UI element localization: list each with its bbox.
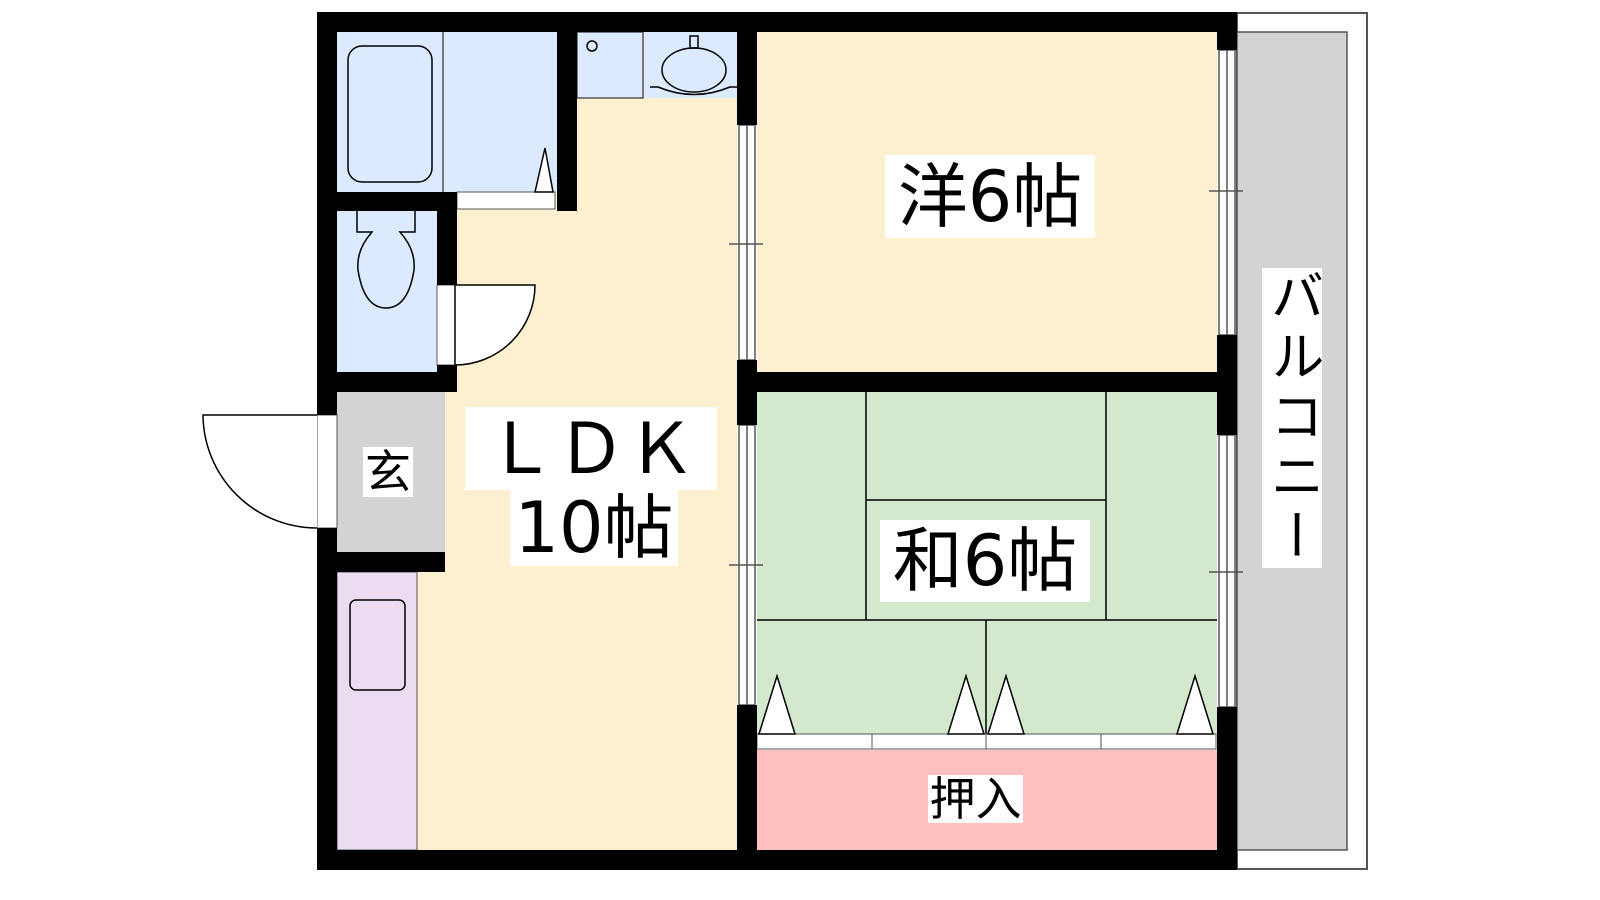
closet-doors[interactable] <box>756 733 1217 750</box>
entrance-label: 玄 <box>363 445 413 499</box>
western-room-label: 洋6帖 <box>885 155 1095 238</box>
bathroom-floor <box>337 32 557 192</box>
ldk-size-label: 10帖 <box>510 490 678 566</box>
toilet-floor <box>337 211 437 372</box>
washer-pan <box>576 31 644 99</box>
vanity-icon <box>650 86 737 96</box>
toilet-door[interactable] <box>436 284 456 366</box>
entrance-door[interactable] <box>316 414 338 529</box>
toilet-icon <box>356 211 416 309</box>
tatami-lines <box>757 392 1217 735</box>
japanese-room-label: 和6帖 <box>880 520 1090 602</box>
bathroom-door[interactable] <box>456 191 556 210</box>
drain-icon <box>586 40 598 52</box>
closet-label: 押入 <box>928 772 1023 826</box>
walls <box>317 12 1237 870</box>
balcony-label: バルコニー <box>1261 268 1324 568</box>
bathtub-icon <box>347 45 433 183</box>
ldk-label: ＬＤＫ <box>465 407 717 490</box>
